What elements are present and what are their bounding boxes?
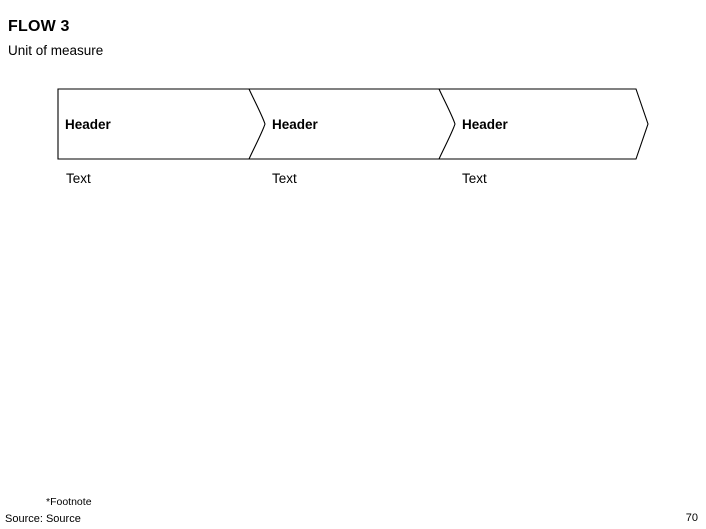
flow-stage-3-header: Header bbox=[462, 117, 508, 132]
source-line: Source: Source bbox=[5, 513, 81, 525]
chevron-flow-svg bbox=[57, 88, 649, 160]
flow-stage-2-header: Header bbox=[272, 117, 318, 132]
flow-body-labels: Text Text Text bbox=[56, 171, 652, 191]
flow-band-outline bbox=[57, 88, 649, 160]
chevron-separator-2 bbox=[438, 88, 456, 160]
page-subtitle: Unit of measure bbox=[8, 43, 104, 58]
page-title: FLOW 3 bbox=[8, 18, 70, 35]
footnote: *Footnote bbox=[46, 496, 92, 508]
flow-header-labels: Header Header Header bbox=[56, 86, 652, 164]
page-number: 70 bbox=[685, 512, 698, 524]
flow-stage-1-header: Header bbox=[65, 117, 111, 132]
flow-stage-3-text: Text bbox=[462, 171, 487, 186]
chevron-separator-1 bbox=[248, 88, 266, 160]
flow-stage-2-text: Text bbox=[272, 171, 297, 186]
chevron-flow-diagram: Header Header Header bbox=[56, 86, 652, 164]
flow-stage-1-text: Text bbox=[66, 171, 91, 186]
